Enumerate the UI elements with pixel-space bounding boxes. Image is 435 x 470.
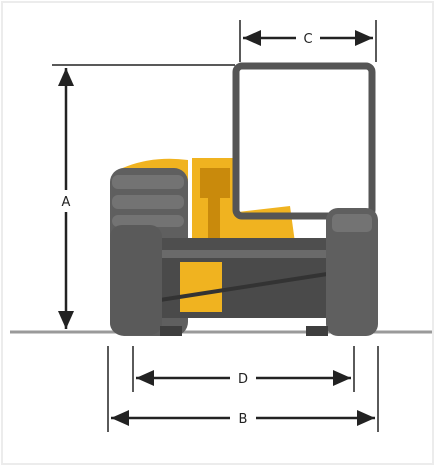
right-tire-tread (332, 214, 372, 232)
dimension-b-label: B (239, 412, 248, 427)
dimension-c-label: C (303, 32, 312, 47)
strut (159, 270, 341, 302)
dimension-d: D (132, 346, 355, 392)
front-axle-beam (138, 238, 366, 250)
left-tire-tread-1 (112, 175, 184, 189)
right-pad (306, 326, 328, 336)
left-front-tire (110, 225, 162, 335)
dimension-d-label: D (238, 372, 248, 387)
boom-head (200, 168, 230, 198)
chassis-yellow-part (180, 262, 222, 312)
axle-lower (148, 250, 364, 258)
dimension-a: A (52, 64, 235, 329)
dimension-c: C (239, 20, 377, 62)
cab-frame (232, 62, 376, 220)
dimension-b: B (107, 346, 379, 432)
left-tire-tread-3 (112, 215, 184, 227)
right-tire (326, 208, 378, 336)
dimension-a-label: A (62, 195, 71, 210)
telehandler-machine (110, 62, 378, 336)
left-pad (160, 326, 182, 336)
left-tire-tread-2 (112, 195, 184, 209)
